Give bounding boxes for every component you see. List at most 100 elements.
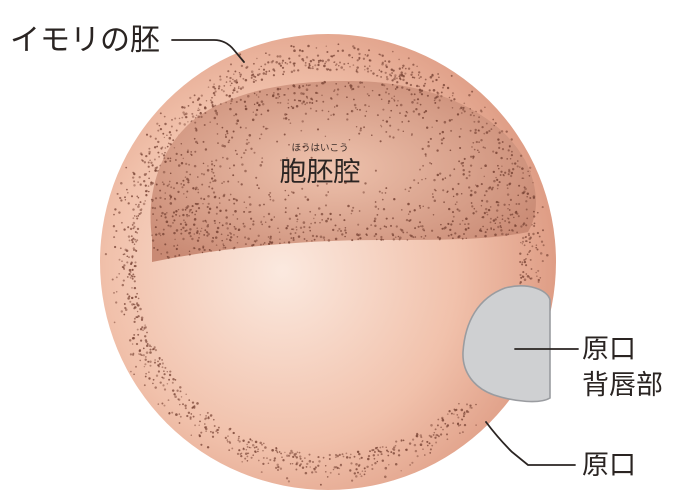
- stipple-dot: [294, 99, 296, 101]
- stipple-dot: [157, 141, 159, 143]
- stipple-dot: [211, 161, 213, 163]
- stipple-dot: [205, 430, 207, 432]
- stipple-dot: [186, 216, 187, 217]
- stipple-dot: [474, 131, 477, 134]
- stipple-dot: [382, 199, 384, 201]
- stipple-dot: [246, 139, 248, 141]
- stipple-dot: [269, 70, 271, 72]
- stipple-dot: [299, 455, 301, 457]
- stipple-dot: [219, 197, 221, 199]
- stipple-dot: [380, 76, 382, 78]
- stipple-dot: [179, 413, 181, 415]
- stipple-dot: [194, 122, 196, 124]
- stipple-dot: [214, 175, 216, 177]
- stipple-dot: [211, 240, 214, 243]
- stipple-dot: [152, 164, 154, 166]
- stipple-dot: [284, 113, 286, 115]
- stipple-dot: [508, 221, 510, 223]
- stipple-dot: [494, 125, 495, 126]
- stipple-dot: [267, 128, 268, 129]
- stipple-dot: [197, 189, 199, 191]
- stipple-dot: [120, 199, 122, 201]
- stipple-dot: [474, 208, 476, 210]
- stipple-dot: [532, 182, 533, 183]
- stipple-dot: [223, 145, 226, 148]
- stipple-dot: [141, 317, 144, 320]
- stipple-dot: [459, 108, 460, 109]
- stipple-dot: [250, 447, 251, 448]
- stipple-dot: [397, 100, 399, 102]
- stipple-dot: [245, 105, 247, 107]
- stipple-dot: [433, 214, 435, 216]
- stipple-dot: [124, 303, 126, 305]
- stipple-dot: [184, 230, 186, 232]
- stipple-dot: [216, 206, 218, 208]
- stipple-dot: [150, 365, 152, 367]
- stipple-dot: [402, 65, 404, 67]
- stipple-dot: [430, 448, 432, 450]
- stipple-dot: [443, 137, 445, 139]
- stipple-dot: [382, 446, 384, 448]
- stipple-dot: [146, 345, 148, 347]
- stipple-dot: [285, 227, 287, 229]
- stipple-dot: [185, 393, 187, 395]
- stipple-dot: [132, 224, 134, 226]
- stipple-dot: [401, 229, 404, 232]
- stipple-dot: [474, 149, 476, 151]
- stipple-dot: [395, 441, 397, 443]
- stipple-dot: [336, 63, 338, 65]
- stipple-dot: [163, 171, 166, 174]
- stipple-dot: [323, 81, 326, 84]
- stipple-dot: [385, 467, 388, 470]
- stipple-dot: [148, 177, 150, 179]
- stipple-dot: [244, 201, 246, 203]
- stipple-dot: [115, 301, 117, 303]
- stipple-dot: [353, 64, 355, 66]
- stipple-dot: [190, 416, 192, 418]
- stipple-dot: [534, 223, 536, 225]
- stipple-dot: [255, 80, 257, 82]
- stipple-dot: [375, 201, 377, 203]
- stipple-dot: [321, 95, 323, 97]
- stipple-dot: [143, 203, 146, 206]
- stipple-dot: [284, 452, 285, 453]
- stipple-dot: [179, 122, 182, 125]
- stipple-dot: [332, 229, 334, 231]
- stipple-dot: [170, 173, 172, 175]
- stipple-dot: [348, 82, 350, 84]
- stipple-dot: [494, 234, 497, 237]
- stipple-dot: [371, 135, 372, 136]
- stipple-dot: [154, 359, 156, 361]
- stipple-dot: [189, 254, 191, 256]
- stipple-dot: [290, 45, 292, 47]
- stipple-dot: [298, 55, 300, 57]
- stipple-dot: [455, 409, 457, 411]
- stipple-dot: [254, 76, 256, 78]
- stipple-dot: [234, 228, 236, 230]
- stipple-dot: [439, 133, 441, 135]
- stipple-dot: [374, 225, 376, 227]
- stipple-dot: [333, 114, 335, 116]
- stipple-dot: [272, 199, 274, 201]
- stipple-dot: [126, 261, 128, 263]
- stipple-dot: [405, 189, 407, 191]
- stipple-dot: [144, 161, 146, 163]
- stipple-dot: [230, 233, 232, 235]
- stipple-dot: [523, 178, 525, 180]
- stipple-dot: [138, 204, 140, 206]
- stipple-dot: [261, 224, 263, 226]
- stipple-dot: [420, 104, 422, 106]
- stipple-dot: [382, 109, 384, 111]
- stipple-dot: [457, 113, 459, 115]
- stipple-dot: [334, 106, 335, 107]
- stipple-dot: [440, 224, 442, 226]
- stipple-dot: [405, 115, 407, 117]
- stipple-dot: [441, 91, 443, 93]
- stipple-dot: [429, 442, 431, 444]
- stipple-dot: [316, 235, 318, 237]
- stipple-dot: [174, 395, 177, 398]
- stipple-dot: [461, 193, 463, 195]
- stipple-dot: [157, 130, 159, 132]
- stipple-dot: [159, 125, 161, 127]
- stipple-dot: [355, 475, 358, 478]
